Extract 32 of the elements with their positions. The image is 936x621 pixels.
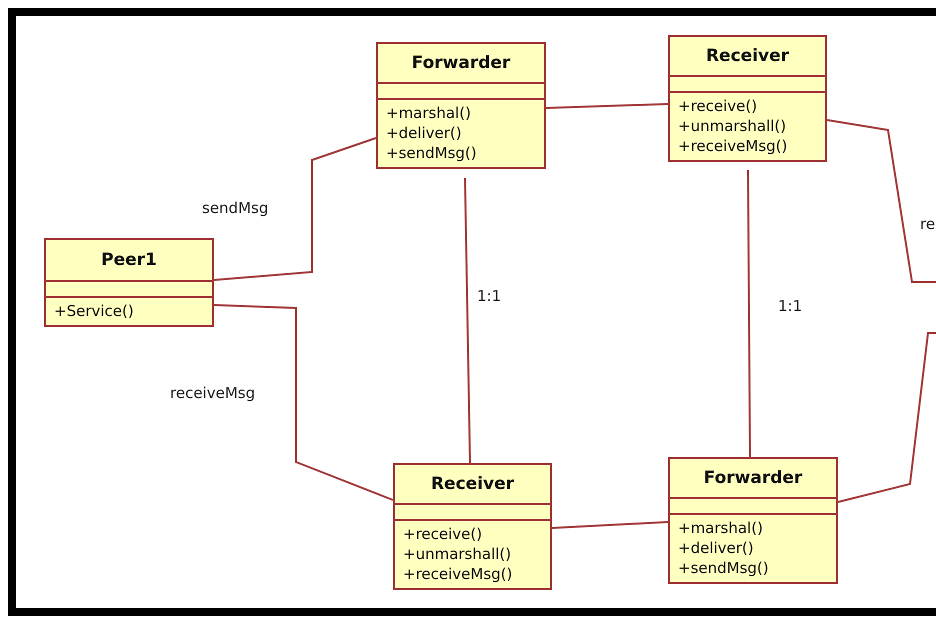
association-line xyxy=(214,137,376,281)
association-line xyxy=(546,103,668,109)
association-line xyxy=(464,178,471,464)
method-name: +marshal() xyxy=(678,518,763,538)
association-line xyxy=(826,119,936,283)
method-name: +unmarshall() xyxy=(403,544,512,564)
association-line xyxy=(838,332,936,503)
uml-class-box xyxy=(376,42,546,169)
association-line xyxy=(552,521,668,529)
edge-label: sendMsg xyxy=(200,199,270,217)
class-name: Receiver xyxy=(670,37,825,77)
method-name: +unmarshall() xyxy=(678,116,786,136)
method-name: +sendMsg() xyxy=(678,558,769,578)
method-name: +deliver() xyxy=(386,123,462,143)
method-name: +receive() xyxy=(678,96,758,116)
association-line xyxy=(747,170,751,457)
class-name: Peer1 xyxy=(46,240,212,282)
class-name: Receiver xyxy=(395,465,550,505)
uml-class-box xyxy=(668,457,838,584)
association-line xyxy=(214,304,394,501)
method-name: +sendMsg() xyxy=(386,143,477,163)
method-name: +deliver() xyxy=(678,538,754,558)
method-name: +receive() xyxy=(403,524,482,544)
class-name: Forwarder xyxy=(670,459,836,499)
class-name: Forwarder xyxy=(378,44,544,84)
uml-class-box xyxy=(44,238,214,327)
method-name: +marshal() xyxy=(386,103,471,123)
uml-class-box xyxy=(668,35,827,162)
uml-class-box xyxy=(393,463,552,590)
method-name: +receiveMsg() xyxy=(678,136,788,156)
method-name: +Service() xyxy=(54,301,134,321)
method-name: +receiveMsg() xyxy=(403,564,512,584)
